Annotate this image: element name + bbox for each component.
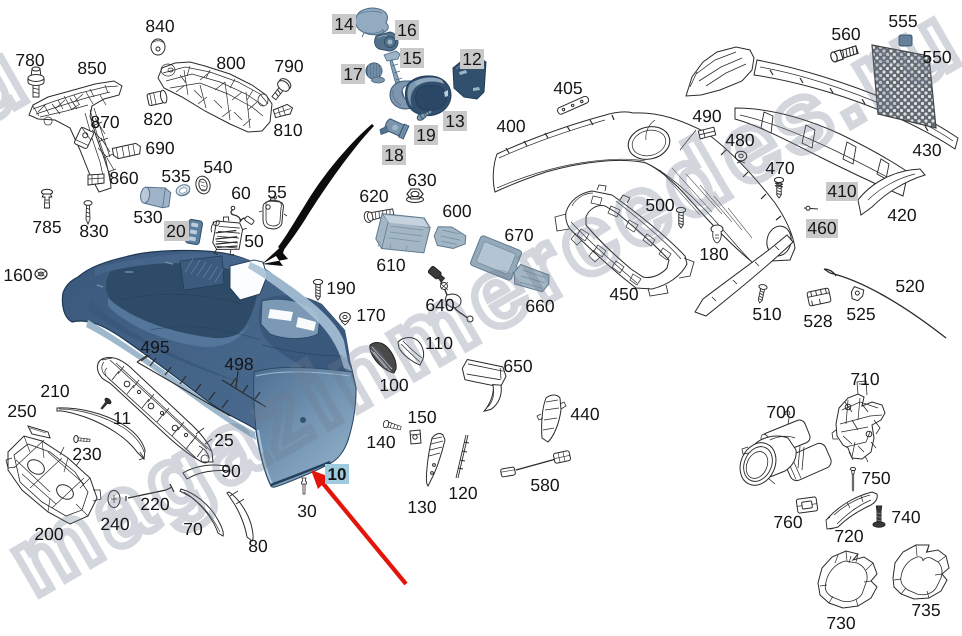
svg-text:495: 495 xyxy=(140,337,169,357)
svg-text:13: 13 xyxy=(445,111,464,131)
svg-text:420: 420 xyxy=(887,205,916,225)
svg-text:30: 30 xyxy=(297,501,317,521)
svg-text:500: 500 xyxy=(645,195,674,215)
svg-text:150: 150 xyxy=(407,407,436,427)
svg-text:130: 130 xyxy=(407,497,436,517)
svg-text:15: 15 xyxy=(402,48,421,68)
svg-text:510: 510 xyxy=(752,304,781,324)
svg-text:870: 870 xyxy=(90,112,119,132)
svg-text:860: 860 xyxy=(109,168,138,188)
svg-text:190: 190 xyxy=(326,278,355,298)
svg-text:55: 55 xyxy=(267,182,286,202)
svg-text:80: 80 xyxy=(248,536,268,556)
svg-text:160: 160 xyxy=(3,265,32,285)
svg-text:560: 560 xyxy=(831,24,860,44)
svg-text:70: 70 xyxy=(183,519,203,539)
svg-text:18: 18 xyxy=(384,145,403,165)
svg-text:100: 100 xyxy=(379,375,408,395)
svg-text:11: 11 xyxy=(113,408,131,428)
svg-text:20: 20 xyxy=(166,221,186,241)
svg-text:780: 780 xyxy=(15,50,44,70)
svg-text:530: 530 xyxy=(133,207,162,227)
svg-text:200: 200 xyxy=(34,524,63,544)
svg-text:50: 50 xyxy=(244,231,264,251)
svg-text:520: 520 xyxy=(895,276,924,296)
svg-text:600: 600 xyxy=(442,201,471,221)
svg-text:720: 720 xyxy=(834,526,863,546)
svg-text:840: 840 xyxy=(145,16,174,36)
svg-text:405: 405 xyxy=(553,78,582,98)
svg-text:850: 850 xyxy=(77,58,106,78)
svg-text:410: 410 xyxy=(827,181,856,201)
svg-text:735: 735 xyxy=(911,600,940,620)
svg-text:450: 450 xyxy=(609,284,638,304)
svg-text:440: 440 xyxy=(570,404,599,424)
svg-text:400: 400 xyxy=(496,116,525,136)
svg-text:555: 555 xyxy=(888,11,917,31)
svg-text:540: 540 xyxy=(203,157,232,177)
svg-text:610: 610 xyxy=(376,255,405,275)
svg-text:830: 830 xyxy=(79,221,108,241)
svg-text:s.ru: s.ru xyxy=(0,20,48,214)
svg-text:620: 620 xyxy=(359,186,388,206)
svg-text:650: 650 xyxy=(503,356,532,376)
svg-text:16: 16 xyxy=(397,20,416,40)
svg-text:10: 10 xyxy=(328,465,347,484)
svg-text:17: 17 xyxy=(343,64,362,84)
svg-text:140: 140 xyxy=(366,432,395,452)
svg-text:210: 210 xyxy=(40,381,69,401)
svg-text:110: 110 xyxy=(425,333,453,353)
svg-text:640: 640 xyxy=(425,295,454,315)
svg-text:660: 660 xyxy=(525,296,554,316)
svg-text:240: 240 xyxy=(100,514,129,534)
svg-text:810: 810 xyxy=(273,120,302,140)
svg-text:230: 230 xyxy=(72,444,101,464)
svg-text:800: 800 xyxy=(216,53,245,73)
svg-text:670: 670 xyxy=(504,225,533,245)
svg-text:470: 470 xyxy=(765,158,794,178)
svg-text:630: 630 xyxy=(407,170,436,190)
svg-text:760: 760 xyxy=(773,512,802,532)
svg-text:710: 710 xyxy=(850,369,879,389)
svg-text:60: 60 xyxy=(231,183,251,203)
svg-text:170: 170 xyxy=(356,305,385,325)
svg-text:12: 12 xyxy=(462,49,481,69)
svg-text:740: 740 xyxy=(891,507,920,527)
svg-text:700: 700 xyxy=(766,402,795,422)
svg-text:580: 580 xyxy=(530,475,559,495)
svg-text:730: 730 xyxy=(826,613,855,633)
svg-text:19: 19 xyxy=(416,125,435,145)
svg-text:550: 550 xyxy=(922,47,951,67)
svg-text:25: 25 xyxy=(214,430,233,450)
svg-text:498: 498 xyxy=(224,354,253,374)
svg-text:90: 90 xyxy=(221,461,241,481)
svg-text:525: 525 xyxy=(846,304,875,324)
svg-text:535: 535 xyxy=(161,166,190,186)
svg-text:480: 480 xyxy=(725,130,754,150)
svg-text:790: 790 xyxy=(274,56,303,76)
svg-text:120: 120 xyxy=(448,483,477,503)
svg-text:430: 430 xyxy=(912,140,941,160)
svg-text:785: 785 xyxy=(32,217,61,237)
svg-text:690: 690 xyxy=(145,138,174,158)
svg-text:14: 14 xyxy=(334,14,354,34)
svg-text:490: 490 xyxy=(692,106,721,126)
svg-text:528: 528 xyxy=(803,311,832,331)
svg-text:220: 220 xyxy=(140,494,169,514)
svg-text:250: 250 xyxy=(7,401,36,421)
svg-text:750: 750 xyxy=(861,468,890,488)
svg-text:460: 460 xyxy=(807,218,836,238)
svg-text:820: 820 xyxy=(143,109,172,129)
svg-text:180: 180 xyxy=(699,244,728,264)
